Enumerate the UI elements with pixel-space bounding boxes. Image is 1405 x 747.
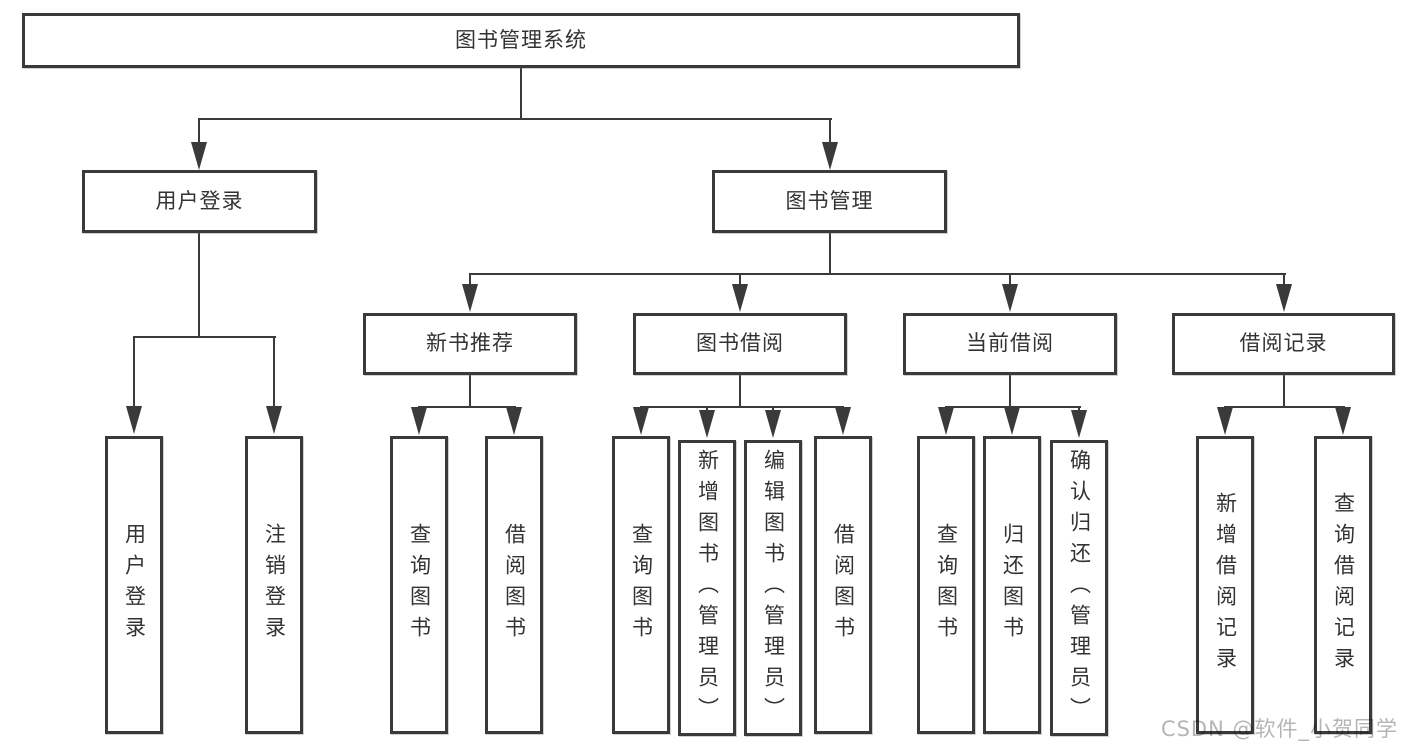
- connector-vertical-line: [1009, 375, 1011, 408]
- connector-horizontal-line: [133, 336, 276, 338]
- node-leaf-query-borrow-record: 查询借阅记录: [1314, 436, 1372, 734]
- down-arrow-icon: [699, 410, 715, 438]
- node-label-root-library-system: 图书管理系统: [455, 27, 587, 52]
- node-book-management-module: 图书管理: [712, 170, 947, 233]
- node-leaf-user-login: 用户登录: [105, 436, 163, 734]
- node-label-book-borrowing: 图书借阅: [696, 331, 784, 356]
- node-label-leaf-borrow-books-borrow: 借阅图书: [831, 523, 856, 647]
- down-arrow-icon: [462, 284, 478, 312]
- down-arrow-icon: [126, 406, 142, 434]
- node-label-leaf-query-borrow-record: 查询借阅记录: [1331, 492, 1356, 678]
- connector-horizontal-line: [469, 273, 1286, 275]
- node-leaf-query-books-current: 查询图书: [917, 436, 975, 734]
- node-label-new-book-recommend: 新书推荐: [426, 331, 514, 356]
- down-arrow-icon: [191, 142, 207, 170]
- node-label-leaf-logout: 注销登录: [262, 523, 287, 647]
- down-arrow-icon: [1071, 410, 1087, 438]
- node-current-borrowing: 当前借阅: [903, 313, 1117, 375]
- node-label-user-login-module: 用户登录: [155, 188, 244, 213]
- connector-horizontal-line: [640, 406, 844, 408]
- node-label-borrowing-records: 借阅记录: [1239, 331, 1328, 356]
- down-arrow-icon: [633, 407, 649, 435]
- down-arrow-icon: [1217, 407, 1233, 435]
- arrow-shaft: [829, 118, 831, 142]
- arrow-shaft: [469, 273, 471, 284]
- arrow-shaft: [273, 336, 275, 406]
- arrow-shaft: [739, 273, 741, 284]
- down-arrow-icon: [411, 407, 427, 435]
- connector-vertical-line: [198, 233, 200, 338]
- arrow-shaft: [1342, 406, 1344, 407]
- node-label-leaf-return-books: 归还图书: [1000, 523, 1025, 647]
- node-label-leaf-user-login: 用户登录: [122, 523, 147, 647]
- arrow-shaft: [513, 406, 515, 407]
- connector-horizontal-line: [418, 406, 516, 408]
- connector-vertical-line: [520, 68, 522, 120]
- node-new-book-recommend: 新书推荐: [363, 313, 577, 375]
- down-arrow-icon: [1276, 284, 1292, 312]
- down-arrow-icon: [1002, 284, 1018, 312]
- connector-vertical-line: [829, 233, 831, 275]
- down-arrow-icon: [732, 284, 748, 312]
- node-label-leaf-query-books-borrow: 查询图书: [629, 523, 654, 647]
- arrow-shaft: [1078, 406, 1080, 410]
- node-user-login-module: 用户登录: [82, 170, 317, 233]
- node-label-leaf-borrow-books-recommend: 借阅图书: [502, 523, 527, 647]
- node-label-leaf-add-books-admin: 新增图书（管理员）: [695, 448, 720, 728]
- node-leaf-borrow-books-recommend: 借阅图书: [485, 436, 543, 734]
- down-arrow-icon: [266, 406, 282, 434]
- connector-horizontal-line: [198, 118, 832, 120]
- down-arrow-icon: [765, 410, 781, 438]
- down-arrow-icon: [1335, 407, 1351, 435]
- down-arrow-icon: [506, 407, 522, 435]
- node-label-leaf-query-books-current: 查询图书: [934, 523, 959, 647]
- node-label-leaf-confirm-return-admin: 确认归还（管理员）: [1067, 448, 1092, 728]
- node-leaf-query-books-borrow: 查询图书: [612, 436, 670, 734]
- connector-vertical-line: [469, 375, 471, 408]
- node-label-book-management-module: 图书管理: [785, 188, 874, 213]
- arrow-shaft: [706, 406, 708, 410]
- down-arrow-icon: [835, 407, 851, 435]
- node-label-leaf-query-books-recommend: 查询图书: [407, 523, 432, 647]
- arrow-shaft: [945, 406, 947, 407]
- node-label-current-borrowing: 当前借阅: [966, 331, 1054, 356]
- arrow-shaft: [1283, 273, 1285, 284]
- arrow-shaft: [418, 406, 420, 407]
- connector-horizontal-line: [1224, 406, 1345, 408]
- arrow-shaft: [1009, 273, 1011, 284]
- arrow-shaft: [1011, 406, 1013, 407]
- node-label-leaf-edit-books-admin: 编辑图书（管理员）: [761, 448, 786, 728]
- node-borrowing-records: 借阅记录: [1172, 313, 1395, 375]
- node-leaf-borrow-books-borrow: 借阅图书: [814, 436, 872, 734]
- node-leaf-logout: 注销登录: [245, 436, 303, 734]
- arrow-shaft: [842, 406, 844, 407]
- connector-vertical-line: [739, 375, 741, 408]
- arrow-shaft: [133, 336, 135, 406]
- down-arrow-icon: [938, 407, 954, 435]
- node-label-leaf-add-borrow-record: 新增借阅记录: [1213, 492, 1238, 678]
- down-arrow-icon: [822, 142, 838, 170]
- node-leaf-add-books-admin: 新增图书（管理员）: [678, 440, 736, 736]
- node-leaf-confirm-return-admin: 确认归还（管理员）: [1050, 440, 1108, 736]
- arrow-shaft: [198, 118, 200, 142]
- arrow-shaft: [1224, 406, 1226, 407]
- arrow-shaft: [772, 406, 774, 410]
- node-book-borrowing: 图书借阅: [633, 313, 847, 375]
- down-arrow-icon: [1004, 407, 1020, 435]
- node-leaf-edit-books-admin: 编辑图书（管理员）: [744, 440, 802, 736]
- node-leaf-add-borrow-record: 新增借阅记录: [1196, 436, 1254, 734]
- arrow-shaft: [640, 406, 642, 407]
- node-leaf-return-books: 归还图书: [983, 436, 1041, 734]
- node-leaf-query-books-recommend: 查询图书: [390, 436, 448, 734]
- node-root-library-system: 图书管理系统: [22, 13, 1020, 68]
- connector-vertical-line: [1283, 375, 1285, 408]
